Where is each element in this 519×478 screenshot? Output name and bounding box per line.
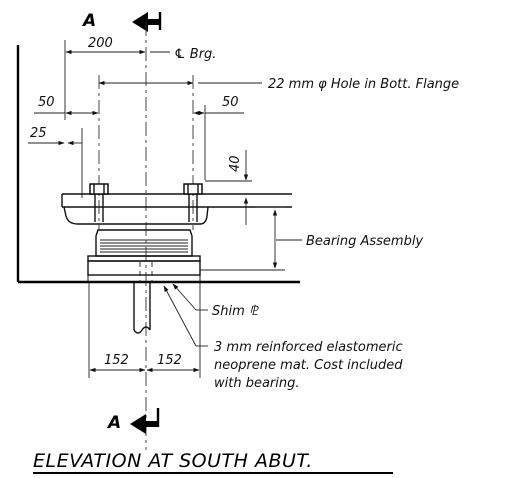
dim-40-label: 40 (228, 155, 243, 172)
dim-50-left: 50 (34, 95, 99, 116)
dim-40: 40 (205, 150, 252, 225)
section-marker-bottom: A (106, 408, 160, 434)
dim-200: 200 ℄ Brg. (64, 36, 216, 120)
neoprene-mat (87, 274, 201, 283)
dim-200-label: 200 (88, 36, 113, 51)
mat-callout: 3 mm reinforced elastomeric neoprene mat… (163, 285, 403, 391)
rod-break-line-icon (133, 326, 151, 334)
dim-50-right-label: 50 (222, 95, 239, 110)
sole-plate (63, 206, 209, 225)
shim-leader (172, 283, 197, 311)
bearing-masonry-plate (87, 255, 201, 262)
anchor-bolt-left (89, 183, 109, 222)
section-letter-top: A (81, 11, 96, 31)
anchor-bolt-right (183, 183, 203, 222)
centerline-callout: ℄ Brg. (174, 47, 216, 62)
hole-callout-label: 22 mm φ Hole in Bott. Flange (268, 77, 459, 92)
section-marker-top: A (81, 11, 162, 32)
shim-callout: Shim ⅊ (172, 283, 260, 319)
dim-25: 25 (28, 126, 83, 198)
pot-bearing (87, 229, 201, 276)
section-letter-bottom: A (106, 413, 121, 433)
bearing-assembly-label: Bearing Assembly (306, 234, 423, 249)
bearing-assembly-dim: Bearing Assembly (200, 206, 423, 271)
bolt-left-nut-icon (89, 183, 109, 195)
hole-callout: 22 mm φ Hole in Bott. Flange (98, 77, 459, 92)
dim-152-pair: 152 152 (88, 283, 201, 378)
anchor-rod-embedded (133, 282, 151, 334)
mat-label-line1: 3 mm reinforced elastomeric (214, 340, 403, 355)
title-text: ELEVATION AT SOUTH ABUT. (33, 450, 313, 472)
dim-152-right-label: 152 (157, 353, 182, 368)
dim-50-left-label: 50 (38, 95, 55, 110)
mat-label-line3: with bearing. (214, 376, 300, 391)
bearing-base-plate (87, 260, 201, 276)
bolt-right-nut-icon (183, 183, 203, 195)
shim-and-mat (87, 262, 201, 283)
mat-leader (163, 285, 197, 347)
dim-152-left-label: 152 (104, 353, 129, 368)
drawing-title: ELEVATION AT SOUTH ABUT. (33, 450, 393, 474)
dim-50-right: 50 (193, 95, 244, 116)
girder-bottom-flange (61, 193, 292, 208)
mat-label-line2: neoprene mat. Cost included (214, 358, 403, 373)
sole-plate-outline (63, 206, 209, 225)
section-arrow-bottom-icon (130, 414, 158, 434)
shim-label: Shim ⅊ (212, 304, 260, 319)
dim-25-label: 25 (30, 126, 47, 141)
